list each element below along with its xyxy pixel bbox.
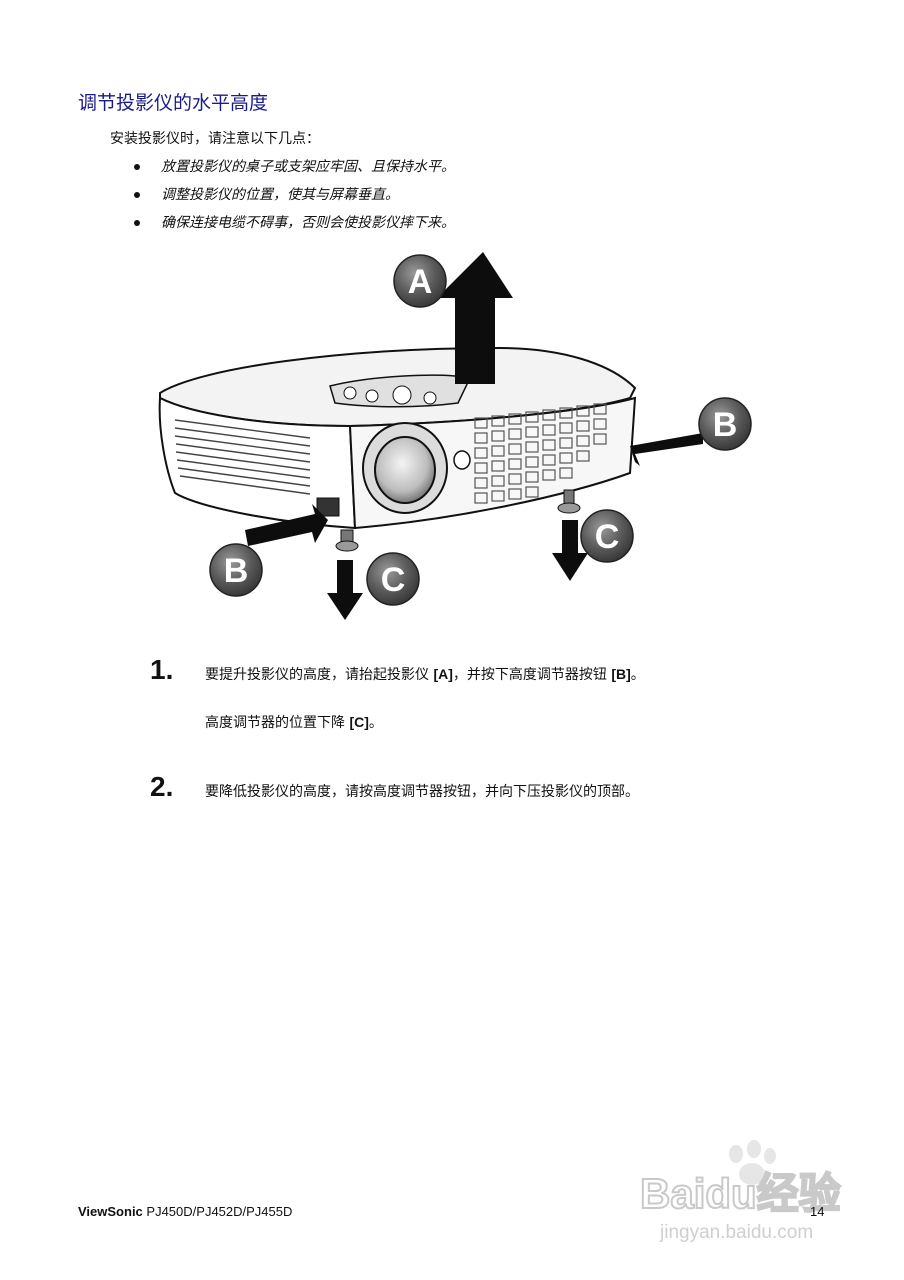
lens-icon xyxy=(374,436,436,504)
panel-button xyxy=(365,389,379,403)
step-1-line-1: 要提升投影仪的高度，请抬起投影仪 [A]，并按下高度调节器按钮 [B]。 xyxy=(205,664,645,684)
step-text-part: 高度调节器的位置下降 xyxy=(205,715,350,731)
ref-a: [A] xyxy=(433,666,453,682)
label-b-badge-right xyxy=(698,397,752,451)
label-c-text-left: C xyxy=(381,561,406,599)
lower-arrow-left-icon xyxy=(327,560,363,620)
list-item: 调整投影仪的位置，使其与屏幕垂直。 xyxy=(134,185,455,213)
front-foot-pad xyxy=(335,540,359,552)
label-b-text-right: B xyxy=(713,406,738,444)
step-text-part: 。 xyxy=(368,715,383,731)
label-a-text: A xyxy=(408,263,433,301)
list-item-text: 确保连接电缆不碍事，否则会使投影仪摔下来。 xyxy=(161,215,455,231)
ref-b: [B] xyxy=(611,666,631,682)
step-number: 2. xyxy=(150,771,174,802)
projector-illustration: A B B C C xyxy=(158,252,752,620)
footer-model: ViewSonic PJ450D/PJ452D/PJ455D xyxy=(78,1204,292,1219)
watermark-url: jingyan.baidu.com xyxy=(659,1222,813,1243)
ref-c: [C] xyxy=(349,714,369,730)
label-c-badge-left xyxy=(366,552,420,606)
label-a-badge xyxy=(393,254,447,308)
step-2-line-1: 要降低投影仪的高度，请按高度调节器按钮，并向下压投影仪的顶部。 xyxy=(205,784,639,800)
ir-sensor xyxy=(453,450,471,470)
lift-arrow-icon xyxy=(437,252,513,384)
label-b-text-left: B xyxy=(224,552,249,590)
bullet-icon xyxy=(134,220,140,226)
section-title: 调节投影仪的水平高度 xyxy=(78,92,269,114)
label-c-text-right: C xyxy=(595,518,620,556)
watermark-logo: Baidu经验 xyxy=(640,1170,841,1217)
panel-button xyxy=(343,386,357,400)
baidu-watermark: Baidu经验 jingyan.baidu.com xyxy=(640,1140,842,1243)
front-vent xyxy=(474,403,607,504)
step-text-part: ，并按下高度调节器按钮 xyxy=(452,667,612,683)
press-arrow-right-icon xyxy=(630,433,703,466)
step-text-part: 。 xyxy=(630,667,645,683)
paw-icon xyxy=(729,1140,776,1185)
height-adjuster-button xyxy=(316,497,340,517)
list-item-text: 放置投影仪的桌子或支架应牢固、且保持水平。 xyxy=(161,159,455,175)
panel-button xyxy=(423,391,437,405)
step-1-line-2: 高度调节器的位置下降 [C]。 xyxy=(205,712,383,732)
bullet-icon xyxy=(134,164,140,170)
label-c-badge-right xyxy=(580,509,634,563)
list-item-text: 调整投影仪的位置，使其与屏幕垂直。 xyxy=(161,187,399,203)
step-number: 1. xyxy=(150,654,174,685)
lower-arrow-right-icon xyxy=(552,520,588,581)
panel-dpad xyxy=(392,385,412,405)
front-foot xyxy=(340,529,354,543)
side-vent xyxy=(174,419,311,495)
rear-foot-pad xyxy=(557,502,581,514)
brand-name: ViewSonic xyxy=(78,1204,143,1219)
list-item: 放置投影仪的桌子或支架应牢固、且保持水平。 xyxy=(134,157,455,185)
step-text-part: 要提升投影仪的高度，请抬起投影仪 xyxy=(205,667,434,683)
bullet-icon xyxy=(134,192,140,198)
list-item: 确保连接电缆不碍事，否则会使投影仪摔下来。 xyxy=(134,213,455,241)
label-b-badge-left xyxy=(209,543,263,597)
intro-text: 安装投影仪时，请注意以下几点： xyxy=(110,131,320,147)
press-arrow-left-icon xyxy=(245,504,328,546)
rear-foot xyxy=(563,489,575,505)
model-numbers: PJ450D/PJ452D/PJ455D xyxy=(142,1204,293,1219)
precaution-list: 放置投影仪的桌子或支架应牢固、且保持水平。 调整投影仪的位置，使其与屏幕垂直。 … xyxy=(134,157,455,241)
page-number: 14 xyxy=(810,1204,825,1219)
